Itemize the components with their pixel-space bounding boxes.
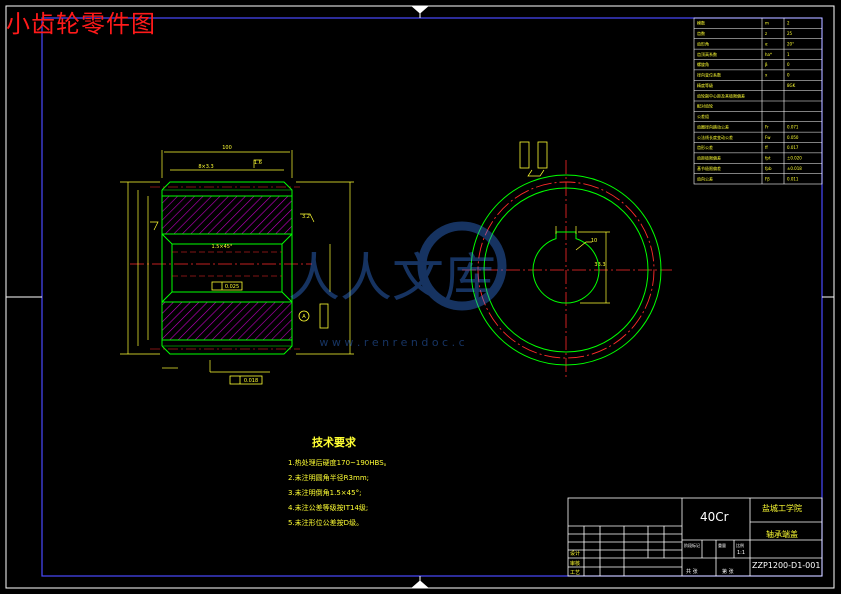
- pitch-circle: [477, 181, 655, 359]
- section-view: [130, 181, 312, 355]
- watermark-logo-ring: [417, 221, 507, 311]
- requirement-2: 2.未注明圆角半径R3mm;: [288, 474, 369, 482]
- drawing-title: 小齿轮零件图: [6, 10, 156, 38]
- process-label: 工艺: [570, 570, 581, 576]
- param-row-label: 齿形公差: [697, 144, 713, 150]
- param-row-value: 0.011: [787, 176, 799, 181]
- param-row-code: z: [765, 31, 767, 36]
- reviewer-label: 审核: [570, 561, 581, 567]
- stage-label: 阶段标记: [684, 543, 700, 548]
- upper-section-hatch: [161, 195, 293, 235]
- param-row-code: ha*: [765, 52, 772, 57]
- tolerance-1-text: 0.025: [225, 284, 239, 290]
- bore-depth-text: 33.3: [594, 262, 605, 268]
- parameter-table: [693, 17, 823, 185]
- param-row-value: 0.050: [787, 135, 799, 140]
- param-row-code: Fw: [765, 135, 771, 140]
- technical-requirements: 技术要求 1.热处理后硬度170~190HBS。 2.未注明圆角半径R3mm; …: [288, 434, 391, 531]
- parameter-rows: 模数 m 2 齿数 z 25 齿形角 α 20° 齿顶高系数 ha* 1 螺旋角 β 0 径向变位系数 x 0 精度…: [697, 20, 802, 182]
- roughness-1-text: 1.6: [254, 160, 262, 166]
- param-row-code: α: [765, 41, 768, 46]
- param-row-label: 模数: [697, 20, 705, 26]
- param-row-label: 齿数: [697, 30, 705, 36]
- requirement-3: 3.未注明倒角1.5×45°;: [288, 489, 362, 497]
- datum-label: A: [302, 314, 306, 320]
- ratio-label: 比例: [736, 543, 744, 548]
- requirement-5: 5.未注形位公差按D级。: [288, 519, 364, 527]
- bore-with-keyway: [532, 231, 600, 304]
- material-label: 40Cr: [700, 510, 729, 524]
- datum-symbol: A: [298, 310, 310, 322]
- param-row-code: ff: [765, 145, 768, 150]
- param-row-code: Fβ: [765, 176, 770, 181]
- param-row-value: 8GK: [787, 83, 796, 88]
- roughness-2-text: 3.2: [302, 214, 310, 220]
- feature-control-frames: [211, 141, 548, 385]
- param-row-label: 齿轮副中心距及其极限偏差: [697, 92, 745, 98]
- param-row-code: x: [765, 73, 768, 78]
- watermark-url: w w w . r e n r e n d o c . c: [319, 336, 464, 349]
- param-row-value: 2: [787, 21, 790, 26]
- param-row-label: 齿顶高系数: [697, 51, 717, 57]
- tip-circle: [470, 174, 662, 366]
- school-label: 盐城工学院: [762, 504, 802, 513]
- watermark: 人人文库 w w w . r e n r e n d o c . c: [288, 221, 507, 349]
- requirement-4: 4.未注公差等级按IT14级;: [288, 504, 369, 512]
- param-row-label: 公差组: [697, 113, 709, 119]
- param-row-value: 1: [787, 52, 790, 57]
- gear-outline-bottom: [161, 340, 293, 355]
- param-row-label: 径向变位系数: [697, 72, 721, 78]
- param-row-label: 基节极限偏差: [697, 165, 721, 171]
- param-row-label: 齿向公差: [697, 175, 713, 181]
- param-row-label: 螺旋角: [697, 61, 709, 67]
- param-row-label: 精度等级: [697, 82, 713, 88]
- root-circle: [483, 187, 649, 353]
- param-row-label: 齿圈径向跳动公差: [697, 123, 729, 129]
- border-ticks: [6, 5, 834, 589]
- weight-label: 重量: [718, 543, 726, 548]
- gear-outline-top: [161, 181, 293, 196]
- side-view: [462, 160, 672, 378]
- technical-requirements-heading: 技术要求: [312, 436, 356, 449]
- key-width-text: 10: [591, 238, 597, 244]
- chamfer-text: 1.5×45°: [211, 244, 233, 250]
- sheet-number-label: 第 张: [722, 569, 734, 575]
- param-row-label: 齿形角: [697, 40, 709, 46]
- param-row-code: β: [765, 62, 768, 67]
- param-row-label: 齿距极限偏差: [697, 155, 721, 161]
- param-row-label: 公法线长度变动公差: [697, 134, 733, 140]
- requirement-1: 1.热处理后硬度170~190HBS。: [288, 459, 391, 467]
- lower-section-hatch: [161, 301, 293, 341]
- part-name-label: 轴承端盖: [766, 530, 798, 539]
- param-row-value: 0.071: [787, 124, 799, 129]
- sheets-total-label: 共 张: [686, 569, 698, 575]
- param-row-value: ±0.018: [787, 166, 802, 171]
- param-row-label: 配对齿轮: [697, 103, 713, 109]
- watermark-brand: 人人文库: [288, 249, 496, 309]
- param-row-code: m: [765, 21, 769, 26]
- tolerance-2-text: 0.018: [244, 378, 258, 384]
- param-row-code: Fr: [765, 124, 769, 129]
- drawing-number: ZZP1200-D1-001: [752, 561, 821, 570]
- param-row-code: fpb: [765, 166, 772, 171]
- overall-width-text: 100: [222, 145, 232, 151]
- param-row-value: 0: [787, 73, 790, 78]
- bore-outline: [161, 233, 293, 245]
- section-dimensions: [120, 150, 354, 373]
- param-row-code: fpt: [765, 156, 771, 161]
- param-row-value: 25: [787, 31, 793, 36]
- param-row-value: 0: [787, 62, 790, 67]
- keyway-text: 8×3.3: [198, 164, 213, 170]
- param-row-value: ±0.020: [787, 156, 802, 161]
- title-block: [567, 497, 823, 577]
- param-row-value: 0.017: [787, 145, 799, 150]
- param-row-value: 20°: [787, 41, 794, 46]
- scale-value: 1:1: [737, 550, 746, 556]
- designer-label: 设计: [570, 551, 581, 557]
